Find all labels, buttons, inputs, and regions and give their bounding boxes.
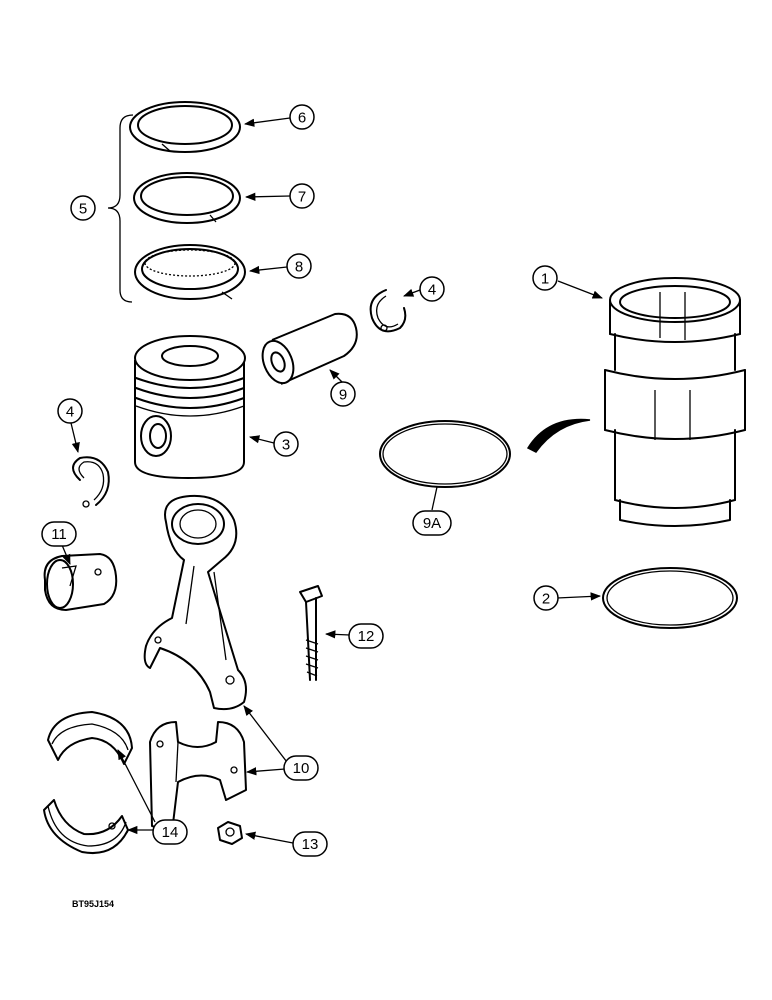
- svg-text:14: 14: [162, 824, 179, 841]
- svg-text:9: 9: [339, 387, 347, 404]
- callout-6: 6: [289, 104, 315, 130]
- callout-14: 14: [152, 819, 188, 845]
- svg-text:12: 12: [358, 628, 375, 645]
- callout-1: 1: [532, 265, 558, 291]
- snap-ring-left: [72, 456, 110, 508]
- piston-pin: [261, 312, 358, 385]
- connecting-rod-cap: [149, 721, 247, 833]
- install-direction-arrow: [526, 418, 591, 453]
- callout-9a: 9A: [412, 510, 452, 536]
- svg-text:11: 11: [51, 526, 67, 543]
- callout-4-upper: 4: [419, 276, 445, 302]
- seal-ring-2: [602, 567, 738, 629]
- svg-text:8: 8: [295, 259, 303, 276]
- piston-pin-bushing: [43, 553, 118, 611]
- callout-2: 2: [533, 585, 559, 611]
- piston-ring-middle: [133, 172, 241, 224]
- bearing-shell-upper: [47, 711, 133, 765]
- svg-text:1: 1: [541, 271, 549, 288]
- svg-text:9A: 9A: [423, 515, 441, 532]
- cylinder-liner: [604, 277, 746, 527]
- svg-text:10: 10: [293, 760, 310, 777]
- seal-ring-9a: [379, 420, 511, 488]
- connecting-rod: [143, 494, 247, 711]
- bearing-shell-lower: [43, 799, 129, 854]
- callout-4-left: 4: [57, 398, 83, 424]
- callout-8: 8: [286, 253, 312, 279]
- svg-text:4: 4: [428, 282, 436, 299]
- svg-text:13: 13: [302, 836, 319, 853]
- callout-5: 5: [70, 195, 96, 221]
- callout-3: 3: [273, 431, 299, 457]
- connecting-rod-nut: [217, 821, 243, 845]
- svg-text:7: 7: [298, 189, 306, 206]
- drawing-reference-code: BT95J154: [72, 899, 114, 909]
- ring-set-bracket: [107, 114, 134, 303]
- snap-ring-upper: [369, 289, 407, 333]
- piston: [134, 335, 246, 479]
- svg-text:3: 3: [282, 437, 290, 454]
- callout-12: 12: [348, 623, 384, 649]
- svg-text:5: 5: [79, 201, 87, 218]
- svg-text:6: 6: [298, 110, 306, 127]
- svg-text:2: 2: [542, 591, 550, 608]
- callout-9: 9: [330, 381, 356, 407]
- svg-text:4: 4: [66, 404, 74, 421]
- piston-ring-top: [129, 101, 241, 153]
- callout-11: 11: [41, 521, 77, 547]
- callout-10: 10: [283, 755, 319, 781]
- connecting-rod-bolt: [299, 585, 323, 681]
- callout-13: 13: [292, 831, 328, 857]
- callout-7: 7: [289, 183, 315, 209]
- piston-ring-oil: [134, 244, 246, 300]
